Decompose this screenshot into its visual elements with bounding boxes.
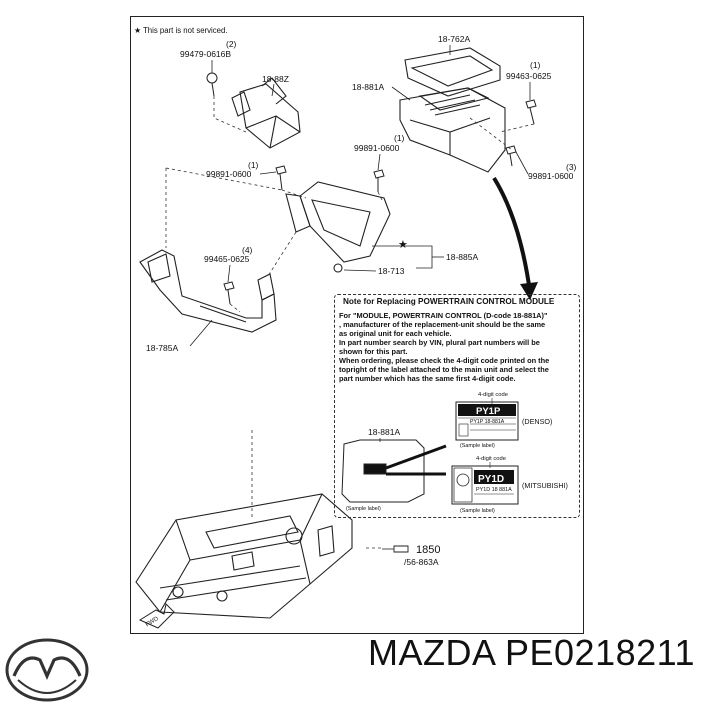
denso-label	[455, 401, 519, 441]
denso-maker: (DENSO)	[522, 417, 552, 426]
bolt-99479	[206, 72, 218, 97]
sample-label-2: (Sample label)	[460, 508, 495, 514]
note-pointer	[492, 176, 532, 293]
assembly-guides	[165, 96, 535, 549]
sample-unit	[341, 439, 447, 503]
label-99479: 99479-0616B	[180, 49, 231, 59]
label-99891-right: 99891-0600	[528, 171, 574, 181]
lower-bracket	[139, 249, 277, 333]
note-line-2: , manufacturer of the replacement-unit s…	[339, 320, 546, 329]
note-line-8: part number which has the same first 4-d…	[339, 374, 516, 383]
star-mark: ★	[398, 239, 408, 251]
label-99463: 99463-0625	[506, 71, 552, 81]
note-line-4: In part number search by VIN, plural par…	[339, 338, 540, 347]
denso-code: PY1P	[476, 406, 501, 417]
mitsubishi-sub: PY1D 18 881A	[476, 487, 512, 493]
label-18-88Z: 18-88Z	[262, 74, 289, 84]
harness-bracket	[231, 77, 301, 149]
note-line-3: as original unit for each vehicle.	[339, 329, 452, 338]
code-caption-1: 4-digit code	[478, 392, 508, 398]
label-99465: 99465-0625	[204, 254, 250, 264]
label-99463-qty: (1)	[530, 60, 541, 70]
bolt-99891-center	[373, 169, 385, 192]
pcm-cover	[404, 47, 501, 97]
sample-label-3: (Sample label)	[346, 506, 381, 512]
part-number-caption: MAZDA PE0218211	[368, 632, 696, 673]
note-line-1: For "MODULE, POWERTRAIN CONTROL (D-code …	[339, 311, 548, 320]
mitsubishi-maker: (MITSUBISHI)	[522, 481, 568, 490]
label-99891-left-qty: (1)	[248, 160, 259, 170]
diagram-frame	[130, 16, 584, 634]
label-56-863A: /56-863A	[404, 557, 439, 567]
label-99891-left: 99891-0600	[206, 169, 252, 179]
battery-tray	[135, 493, 353, 619]
bolt-99891-right	[505, 145, 517, 167]
pcm-module	[399, 87, 506, 173]
label-18-885A: 18-885A	[446, 252, 478, 262]
legend-text: ★ This part is not serviced.	[134, 26, 228, 35]
denso-sub: PY1P 18-881A	[470, 419, 505, 425]
unit-label: 18-881A	[368, 427, 400, 437]
label-99479-qty: (2)	[226, 39, 237, 49]
label-18-713: 18-713	[378, 266, 405, 276]
sample-label-1: (Sample label)	[460, 443, 495, 449]
note-line-6: When ordering, please check the 4-digit …	[339, 356, 550, 365]
label-18-762A: 18-762A	[438, 34, 470, 44]
label-99891-right-qty: (3)	[566, 162, 577, 172]
label-18-881A: 18-881A	[352, 82, 384, 92]
bolt-99463	[525, 99, 537, 125]
mitsubishi-code: PY1D	[478, 474, 504, 485]
fwd-label: FWD	[145, 616, 160, 629]
mazda-logo-icon	[5, 638, 89, 702]
label-1850: 1850	[416, 544, 440, 556]
label-99465-qty: (4)	[242, 245, 253, 255]
label-99891-center: 99891-0600	[354, 143, 400, 153]
bolt-99891-left	[275, 165, 287, 191]
label-18-785A: 18-785A	[146, 343, 178, 353]
replacement-note: Note for Replacing POWERTRAIN CONTROL MO…	[334, 294, 580, 518]
code-caption-2: 4-digit code	[476, 456, 506, 462]
note-line-5: shown for this part.	[339, 347, 408, 356]
mitsubishi-label	[451, 465, 519, 505]
label-99891-center-qty: (1)	[394, 133, 405, 143]
note-line-7: topright of the label attached to the ma…	[339, 365, 549, 374]
note-title: Note for Replacing POWERTRAIN CONTROL MO…	[343, 297, 555, 306]
bolt-99465	[223, 281, 235, 305]
pcm-bracket	[285, 181, 391, 273]
